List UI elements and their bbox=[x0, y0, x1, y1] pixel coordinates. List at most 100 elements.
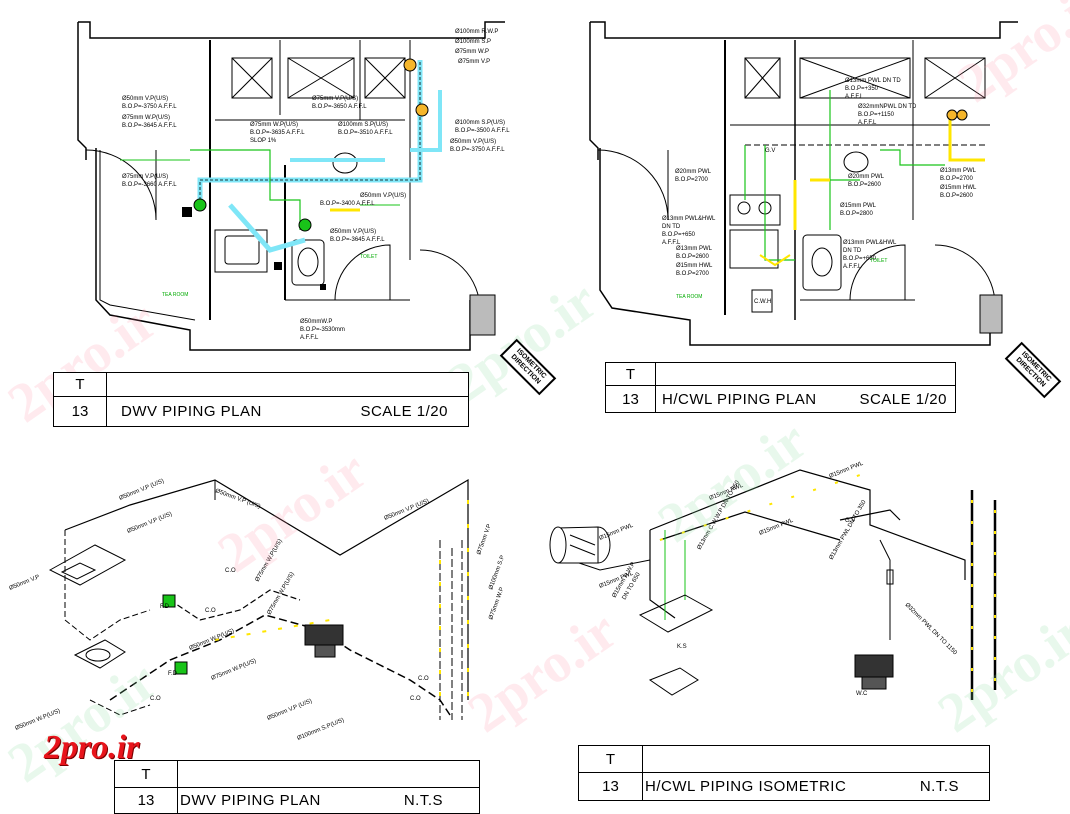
dwv-room-toilet: TOILET bbox=[360, 254, 377, 260]
dwv-label-10: SLOP 1% bbox=[250, 138, 277, 144]
hcwl-label-0: Ø13mm PWL DN TD bbox=[845, 78, 901, 84]
title-empty bbox=[656, 363, 955, 386]
hcwl-iso-label-11: K.S bbox=[677, 644, 687, 650]
dwv-label-11: Ø75mm V.P(U/S) bbox=[312, 96, 358, 102]
hcwl-label-17: DN TD bbox=[662, 224, 681, 230]
hcwl-label-18: B.O.P=+650 bbox=[662, 232, 696, 238]
title-number: 13 bbox=[54, 397, 107, 426]
hcwl-isometric bbox=[549, 469, 997, 700]
hcwl-iso-label-10: G.V bbox=[845, 518, 855, 524]
hcwl-label-29: C.W.H bbox=[754, 299, 771, 305]
dwv-iso-label-16: F.D bbox=[160, 604, 170, 610]
dwv-label-16: B.O.P=-3500 A.F.F.L bbox=[455, 128, 510, 134]
hcwl-label-11: B.O.P=2700 bbox=[675, 177, 709, 183]
hcwl-label-5: A.F.F.L bbox=[858, 120, 877, 126]
title-tag: T bbox=[579, 746, 643, 773]
dwv-label-13: Ø100mm S.P(U/S) bbox=[338, 122, 388, 128]
site-logo: 2pro.ir bbox=[44, 729, 140, 766]
hcwl-iso-label-12: W.C bbox=[856, 691, 868, 697]
dwv-label-2: Ø75mm W.P bbox=[455, 49, 489, 55]
hcwl-label-9: B.O.P=2600 bbox=[940, 193, 974, 199]
title-block-hcwl-iso: T 13 H/CWL PIPING ISOMETRIC N.T.S bbox=[578, 745, 990, 801]
dwv-label-8: Ø75mm W.P(U/S) bbox=[250, 122, 298, 128]
dwv-label-9: B.O.P=-3635 A.F.F.L bbox=[250, 130, 305, 136]
dwv-label-15: Ø100mm S.P(U/S) bbox=[455, 120, 505, 126]
dwv-label-26: B.O.P=-3530mm bbox=[300, 327, 345, 333]
title-empty bbox=[178, 761, 479, 788]
title-tag: T bbox=[115, 761, 178, 788]
dwv-label-3: Ø75mm V.P bbox=[458, 59, 490, 65]
hcwl-label-14: Ø15mm PWL bbox=[840, 203, 877, 209]
dwv-label-23: Ø50mm V.P(U/S) bbox=[330, 229, 376, 235]
hcwl-label-2: A.F.F.L bbox=[845, 94, 864, 100]
dwv-label-18: B.O.P=-3750 A.F.F.L bbox=[450, 147, 505, 153]
drawing-title: H/CWL PIPING PLAN bbox=[662, 390, 817, 408]
hcwl-label-15: B.O.P=2800 bbox=[840, 211, 874, 217]
hcwl-pipes bbox=[744, 90, 985, 267]
drawing-title: H/CWL PIPING ISOMETRIC bbox=[645, 778, 847, 795]
dwv-label-25: Ø50mmW.P bbox=[300, 319, 332, 325]
hcwl-label-1: B.O.P=+350 bbox=[845, 86, 879, 92]
dwv-label-19: Ø50mm V.P(U/S) bbox=[360, 193, 406, 199]
dwv-iso-label-18: C.O bbox=[205, 608, 216, 614]
drawing-scale: SCALE 1/20 bbox=[859, 390, 947, 408]
title-tag: T bbox=[606, 363, 656, 386]
title-text-row: H/CWL PIPING ISOMETRIC N.T.S bbox=[643, 773, 989, 800]
dwv-floor-plan bbox=[77, 21, 505, 351]
hcwl-label-23: B.O.P=2700 bbox=[676, 271, 710, 277]
title-number: 13 bbox=[606, 386, 656, 412]
hcwl-label-25: DN TD bbox=[843, 248, 862, 254]
hcwl-label-8: Ø15mm HWL bbox=[940, 185, 977, 191]
hcwl-label-24: Ø13mm PWL&HWL bbox=[843, 240, 897, 246]
title-block-dwv-plan: T 13 DWV PIPING PLAN SCALE 1/20 bbox=[53, 372, 469, 427]
dwv-label-21: Ø75mm V.P(U/S) bbox=[122, 174, 168, 180]
drawing-scale: N.T.S bbox=[919, 778, 959, 795]
hcwl-label-28: G.V bbox=[765, 148, 775, 154]
hcwl-label-13: B.O.P=2600 bbox=[848, 182, 882, 188]
title-number: 13 bbox=[115, 788, 178, 813]
title-label-group: DWV PIPING PLAN N.T.S bbox=[180, 792, 479, 809]
hcwl-label-22: Ø15mm HWL bbox=[676, 263, 713, 269]
dwv-label-20: B.O.P=-3400 A.F.F.L bbox=[320, 201, 375, 207]
dwv-iso-label-21: C.O bbox=[418, 676, 429, 682]
dwv-iso-label-17: F.D bbox=[168, 671, 178, 677]
title-empty bbox=[643, 746, 989, 773]
hcwl-room-tea: TEA ROOM bbox=[676, 294, 702, 300]
hcwl-label-27: A.F.F.L bbox=[843, 264, 862, 270]
title-label-group: DWV PIPING PLAN SCALE 1/20 bbox=[121, 403, 468, 420]
hcwl-label-7: B.O.P=2700 bbox=[940, 176, 974, 182]
hcwl-label-4: B.O.P=+1150 bbox=[858, 112, 895, 118]
dwv-label-6: Ø75mm W.P(U/S) bbox=[122, 115, 170, 121]
title-text-row: DWV PIPING PLAN SCALE 1/20 bbox=[107, 397, 468, 426]
title-number: 13 bbox=[579, 773, 643, 800]
dwv-label-17: Ø50mm V.P(U/S) bbox=[450, 139, 496, 145]
drawing-scale: SCALE 1/20 bbox=[360, 403, 448, 420]
hcwl-label-21: B.O.P=2600 bbox=[676, 254, 710, 260]
hcwl-label-16: Ø13mm PWL&HWL bbox=[662, 216, 716, 222]
title-text-row: DWV PIPING PLAN N.T.S bbox=[178, 788, 479, 813]
dwv-label-22: B.O.P=-3660 A.F.F.L bbox=[122, 182, 177, 188]
title-block-dwv-iso: T 13 DWV PIPING PLAN N.T.S bbox=[114, 760, 480, 814]
title-label-group: H/CWL PIPING PLAN SCALE 1/20 bbox=[662, 391, 955, 408]
dwv-label-24: B.O.P=-3645 A.F.F.L bbox=[330, 237, 385, 243]
dwv-label-14: B.O.P=-3510 A.F.F.L bbox=[338, 130, 393, 136]
title-tag: T bbox=[54, 373, 107, 397]
drawing-title: DWV PIPING PLAN bbox=[180, 792, 321, 809]
dwv-iso-label-15: C.O bbox=[225, 568, 236, 574]
dwv-label-12: B.O.P=-3650 A.F.F.L bbox=[312, 104, 367, 110]
hcwl-label-19: A.F.F.L bbox=[662, 240, 681, 246]
title-text-row: H/CWL PIPING PLAN SCALE 1/20 bbox=[656, 386, 955, 412]
dwv-label-7: B.O.P=-3645 A.F.F.L bbox=[122, 123, 177, 129]
title-label-group: H/CWL PIPING ISOMETRIC N.T.S bbox=[645, 778, 989, 795]
dwv-label-5: B.O.P=-3750 A.F.F.L bbox=[122, 104, 177, 110]
hcwl-label-10: Ø20mm PWL bbox=[675, 169, 712, 175]
hcwl-label-3: Ø32mmNPWL DN TD bbox=[858, 104, 917, 110]
title-block-hcwl-plan: T 13 H/CWL PIPING PLAN SCALE 1/20 bbox=[605, 362, 956, 413]
dwv-iso-label-20: C.O bbox=[410, 696, 421, 702]
dwv-label-1: Ø100mm S.P bbox=[455, 39, 491, 45]
hcwl-label-6: Ø13mm PWL bbox=[940, 168, 977, 174]
hcwl-label-20: Ø13mm PWL bbox=[676, 246, 713, 252]
drawing-scale: N.T.S bbox=[403, 792, 443, 809]
drawing-title: DWV PIPING PLAN bbox=[121, 403, 262, 420]
dwv-plan-labels: Ø100mm R.W.P Ø100mm S.P Ø75mm W.P Ø75mm … bbox=[122, 29, 510, 341]
